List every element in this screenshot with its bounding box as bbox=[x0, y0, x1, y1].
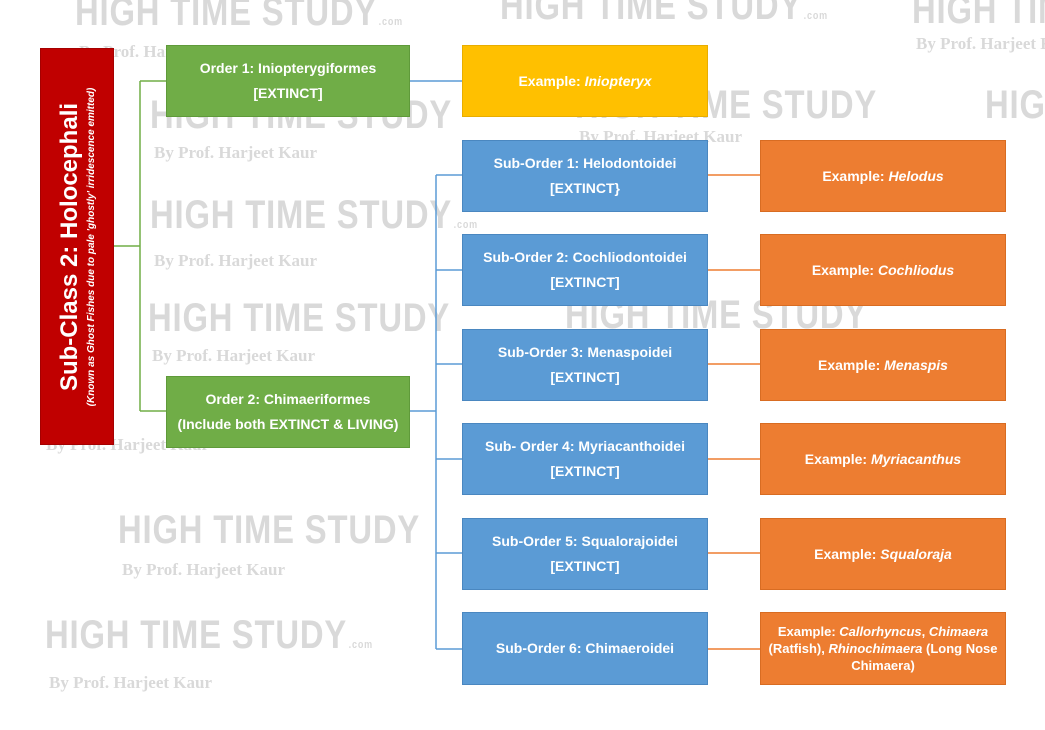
suborder-3-box: Sub-Order 3: Menaspoidei [EXTINCT] bbox=[462, 329, 708, 401]
example-genus: Myriacanthus bbox=[870, 451, 962, 467]
order-1-status: [EXTINCT] bbox=[253, 85, 323, 101]
example-genus: Helodus bbox=[888, 168, 944, 184]
example-6-box: Example: Callorhyncus, Chimaera (Ratfish… bbox=[760, 612, 1006, 685]
example-genus: Squaloraja bbox=[880, 546, 952, 562]
example-genus: Callorhyncus bbox=[839, 624, 922, 639]
subclass-box: Sub-Class 2: Holocephali (Known as Ghost… bbox=[40, 48, 114, 445]
order-1-box: Order 1: Iniopterygiformes [EXTINCT] bbox=[166, 45, 410, 117]
order-connectors bbox=[410, 80, 462, 650]
suborder-5-name: Sub-Order 5: Squalorajoidei bbox=[492, 533, 678, 549]
suborder-1-box: Sub-Order 1: Helodontoidei [EXTINCT} bbox=[462, 140, 708, 212]
order-2-box: Order 2: Chimaeriformes (Include both EX… bbox=[166, 376, 410, 448]
example-4-box: Example: Myriacanthus bbox=[760, 423, 1006, 495]
example-genus: Chimaera bbox=[928, 624, 989, 639]
example-2-box: Example: Cochliodus bbox=[760, 234, 1006, 306]
example-genus: Iniopteryx bbox=[584, 72, 652, 89]
suborder-5-status: [EXTINCT] bbox=[550, 558, 620, 574]
order-2-status: (Include both EXTINCT & LIVING) bbox=[177, 416, 399, 432]
example-genus: Menaspis bbox=[884, 357, 948, 373]
order-1-name: Order 1: Iniopterygiformes bbox=[199, 60, 377, 76]
suborder-4-name: Sub- Order 4: Myriacanthoidei bbox=[485, 438, 685, 454]
subclass-connectors bbox=[114, 80, 166, 412]
suborder-6-box: Sub-Order 6: Chimaeroidei bbox=[462, 612, 708, 685]
suborder-1-status: [EXTINCT} bbox=[550, 180, 620, 196]
suborder-2-box: Sub-Order 2: Cochliodontoidei [EXTINCT] bbox=[462, 234, 708, 306]
suborder-2-name: Sub-Order 2: Cochliodontoidei bbox=[483, 249, 687, 265]
example-5-box: Example: Squaloraja bbox=[760, 518, 1006, 590]
order-2-name: Order 2: Chimaeriformes bbox=[205, 391, 371, 407]
subclass-title: Sub-Class 2: Holocephali bbox=[56, 102, 83, 391]
suborder-6-name: Sub-Order 6: Chimaeroidei bbox=[495, 640, 675, 656]
example-1-box: Example: Helodus bbox=[760, 140, 1006, 212]
subclass-note: (Known as Ghost Fishes due to pale 'ghos… bbox=[86, 87, 97, 406]
example-genus: Rhinochimaera bbox=[828, 641, 923, 656]
suborder-4-status: [EXTINCT] bbox=[550, 463, 620, 479]
suborder-1-name: Sub-Order 1: Helodontoidei bbox=[493, 155, 677, 171]
example-connectors bbox=[708, 174, 760, 650]
suborder-5-box: Sub-Order 5: Squalorajoidei [EXTINCT] bbox=[462, 518, 708, 590]
order-1-example-box: Example: Iniopteryx bbox=[462, 45, 708, 117]
suborder-4-box: Sub- Order 4: Myriacanthoidei [EXTINCT] bbox=[462, 423, 708, 495]
suborder-2-status: [EXTINCT] bbox=[550, 274, 620, 290]
example-genus: Cochliodus bbox=[877, 262, 955, 278]
suborder-3-name: Sub-Order 3: Menaspoidei bbox=[497, 344, 673, 360]
example-3-box: Example: Menaspis bbox=[760, 329, 1006, 401]
suborder-3-status: [EXTINCT] bbox=[550, 369, 620, 385]
